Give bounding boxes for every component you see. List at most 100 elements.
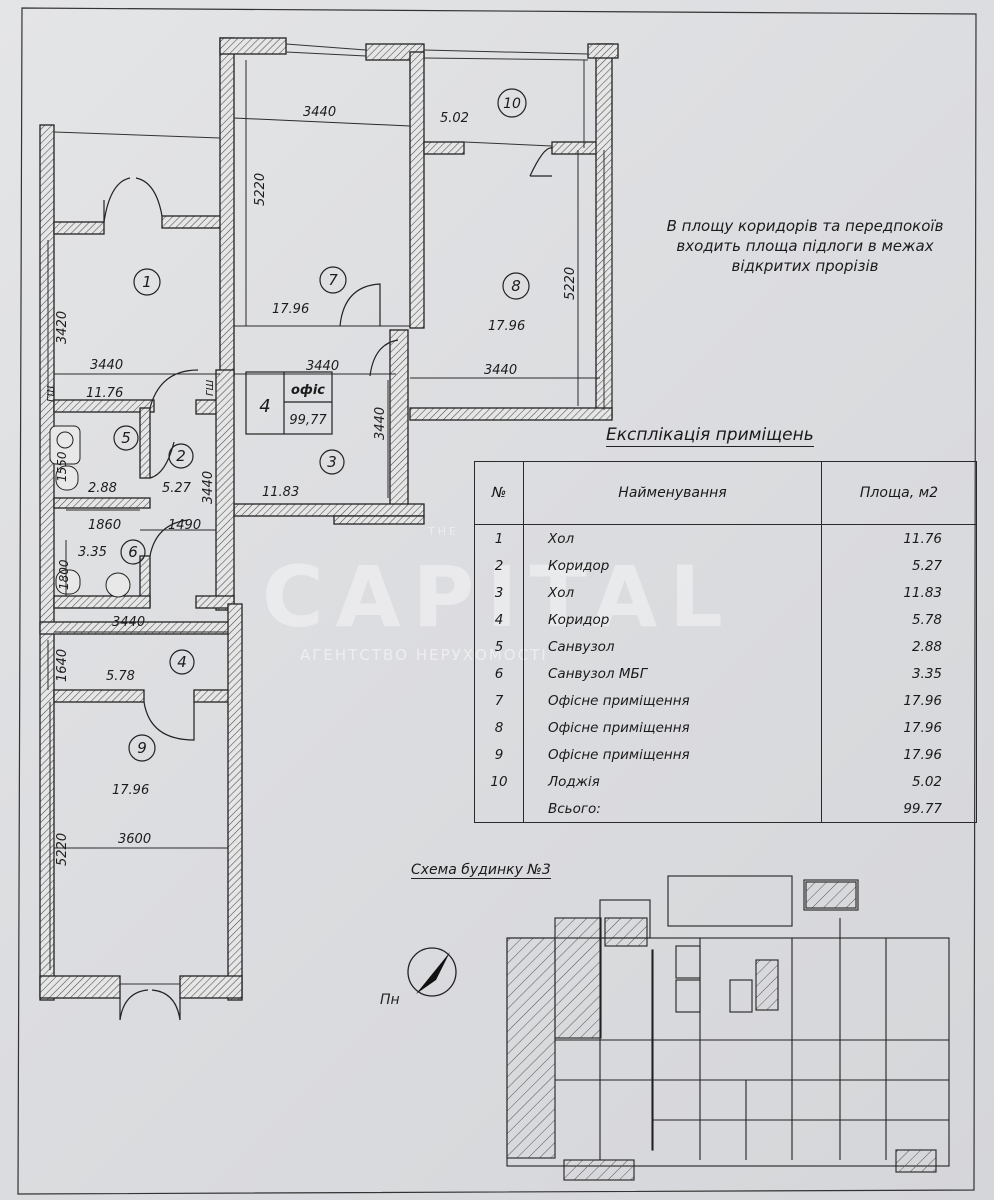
cell-no: 1 [474, 524, 524, 552]
dim-1490: 1490 [168, 518, 201, 533]
watermark-top: THE [428, 525, 459, 538]
cell-area: 3.35 [821, 660, 977, 687]
room-marker-9 [128, 734, 156, 762]
room-no-7: 7 [328, 271, 338, 289]
dim-3440-top: 3440 [303, 105, 336, 120]
dim-1550: 1550 [55, 451, 69, 482]
cell-no: 4 [474, 606, 524, 633]
room-area-9: 17.96 [112, 783, 149, 798]
area-note: В площу коридорів та передпокоїв входить… [666, 217, 944, 275]
room-marker-1 [133, 268, 161, 296]
shaft-label-2: ГШ [205, 379, 216, 396]
cell-no: 5 [474, 633, 524, 660]
cell-area: 5.02 [821, 768, 977, 795]
cell-area: 17.96 [821, 741, 977, 768]
cell-name: Санвузол МБГ [523, 660, 822, 687]
room-no-1: 1 [142, 273, 152, 291]
room-marker-7 [319, 266, 347, 294]
cell-name: Всього: [523, 795, 822, 823]
dim-3440-vertical-room3: 3440 [373, 407, 388, 440]
room-marker-3 [319, 449, 345, 475]
dim-3600: 3600 [118, 832, 151, 847]
cell-area: 17.96 [821, 687, 977, 714]
shaft-label-1: ГШ [46, 385, 57, 402]
cell-area: 17.96 [821, 714, 977, 741]
room-area-3: 11.83 [262, 485, 299, 500]
cell-name: Офісне приміщення [523, 741, 822, 768]
dimension-labels: 3440 3440 3440 3440 3440 3600 1860 1490 … [55, 105, 578, 866]
room-marker-4 [169, 649, 195, 675]
cell-area: 5.78 [821, 606, 977, 633]
office-area: 99,77 [289, 413, 327, 428]
cell-no: 6 [474, 660, 524, 687]
room-marker-6 [120, 539, 146, 565]
room-no-10: 10 [503, 96, 521, 112]
room-marker-8 [502, 272, 530, 300]
room-area-6: 3.35 [78, 545, 107, 560]
room-marker-10 [497, 88, 527, 118]
office-box: 4 офіс 99,77 [245, 371, 333, 435]
cell-no: 7 [474, 687, 524, 714]
cell-no: 3 [474, 579, 524, 606]
dim-1860: 1860 [88, 518, 121, 533]
cell-name: Офісне приміщення [523, 714, 822, 741]
office-number: 4 [259, 396, 270, 417]
building-scheme [506, 875, 950, 1181]
cell-area: 5.27 [821, 552, 977, 579]
room-area-2: 5.27 [162, 481, 192, 496]
room-area-4: 5.78 [106, 669, 135, 684]
cell-no: 2 [474, 552, 524, 579]
room-marker-2 [168, 443, 194, 469]
cell-name: Лоджія [523, 768, 822, 795]
cell-no: 10 [474, 768, 524, 795]
north-label: Пн [380, 992, 400, 1008]
shaft-labels: ГШ ГШ [46, 379, 216, 402]
cell-name: Хол [523, 524, 822, 552]
room-marker-5 [113, 425, 139, 451]
explication-title: Експлікація приміщень [606, 425, 814, 447]
dim-5220-room8: 5220 [563, 267, 578, 300]
room-no-5: 5 [121, 429, 131, 447]
room-markers [113, 88, 530, 762]
room-area-1: 11.76 [86, 386, 123, 401]
col-header-name: Найменування [523, 461, 822, 525]
cell-no: 9 [474, 741, 524, 768]
cell-name: Коридор [523, 552, 822, 579]
dim-3440-room4: 3440 [112, 615, 145, 630]
cell-no: 8 [474, 714, 524, 741]
room-area-8: 17.96 [488, 319, 525, 334]
cell-area: 11.83 [821, 579, 977, 606]
walls [39, 37, 619, 1001]
room-no-2: 2 [176, 447, 186, 465]
col-header-no: № [474, 461, 524, 525]
dim-3440-room3: 3440 [306, 359, 339, 374]
north-arrow-icon [407, 947, 457, 997]
dim-5220-room7: 5220 [253, 173, 268, 206]
room-no-4: 4 [177, 653, 187, 671]
cell-name: Хол [523, 579, 822, 606]
dim-3440-room8: 3440 [484, 363, 517, 378]
table-row-total: Всього:99.77 [474, 795, 977, 823]
cell-name: Офісне приміщення [523, 687, 822, 714]
cell-area: 2.88 [821, 633, 977, 660]
dim-5220-room9: 5220 [55, 833, 70, 866]
dim-3440-vertical-corr: 3440 [201, 471, 216, 504]
scheme-title: Схема будинку №3 [411, 862, 551, 879]
room-no-9: 9 [137, 739, 147, 757]
room-area-10: 5.02 [440, 111, 469, 126]
cell-name: Санвузол [523, 633, 822, 660]
dim-1640: 1640 [55, 649, 70, 682]
